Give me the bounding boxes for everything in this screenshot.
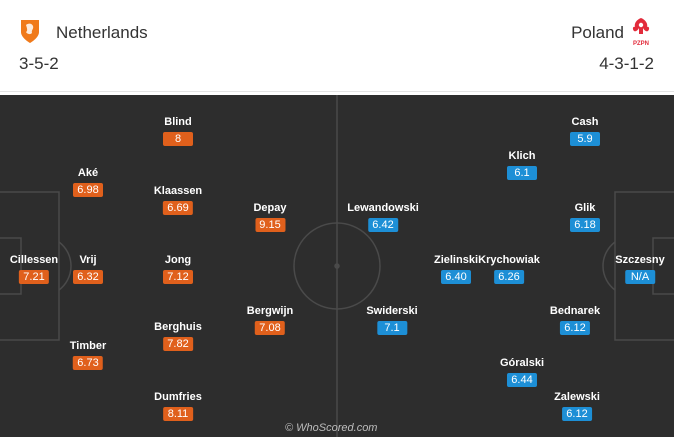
player-rating: 6.40 — [441, 270, 471, 284]
player-rating: 6.1 — [507, 166, 537, 180]
player-rating: 6.18 — [570, 218, 600, 232]
player-name: Dumfries — [154, 391, 202, 403]
player-name: Klaassen — [153, 185, 203, 197]
player-cillessen[interactable]: Cillessen 7.21 — [10, 254, 58, 285]
pitch: Blind 8 Aké 6.98 Klaassen 6.69 Depay 9.1… — [0, 95, 674, 437]
player-name: Bednarek — [549, 305, 601, 317]
player-rating: 7.82 — [163, 337, 193, 351]
player-name: Klich — [508, 150, 536, 162]
player-rating: 7.08 — [254, 321, 285, 335]
player-name: Glik — [574, 202, 596, 214]
player-name: Krychowiak — [478, 254, 540, 266]
away-formation: 4-3-1-2 — [599, 54, 654, 73]
player-depay[interactable]: Depay 9.15 — [253, 202, 287, 233]
player-timber[interactable]: Timber 6.73 — [70, 340, 106, 371]
player-szczesny[interactable]: Szczesny N/A — [615, 254, 665, 285]
player-rating: N/A — [625, 270, 655, 284]
player-name: Timber — [69, 340, 107, 352]
player-rating: 7.21 — [19, 270, 49, 284]
player-bednarek[interactable]: Bednarek 6.12 — [550, 305, 600, 336]
player-rating: 6.26 — [494, 270, 524, 284]
whoscored-watermark: © WhoScored.com — [285, 422, 378, 434]
player-rating: 6.12 — [559, 321, 590, 335]
player-rating: 6.73 — [72, 356, 103, 370]
player-klich[interactable]: Klich 6.1 — [507, 150, 537, 181]
player-rating: 6.12 — [561, 407, 592, 421]
player-blind[interactable]: Blind 8 — [163, 116, 193, 147]
player-name: Blind — [164, 116, 192, 128]
pzpn-eagle-crest-icon: PZPN — [632, 18, 650, 47]
player-name: Szczesny — [615, 254, 665, 266]
home-team-name[interactable]: Netherlands — [56, 23, 148, 42]
player-jong[interactable]: Jong 7.12 — [163, 254, 193, 285]
player-cash[interactable]: Cash 5.9 — [570, 116, 600, 147]
player-rating: 6.69 — [163, 201, 193, 215]
player-ake[interactable]: Aké 6.98 — [73, 167, 103, 198]
player-rating: 6.44 — [507, 373, 537, 387]
player-bergwijn[interactable]: Bergwijn 7.08 — [247, 305, 293, 336]
orange-lion-crest-icon — [21, 20, 39, 43]
away-team-name[interactable]: Poland — [571, 23, 624, 42]
player-name: Aké — [77, 167, 99, 179]
player-rating: 7.1 — [376, 321, 407, 335]
player-rating: 5.9 — [570, 132, 600, 146]
player-name: Berghuis — [154, 321, 202, 333]
player-name: Zielinski — [433, 254, 479, 266]
player-zielinski[interactable]: Zielinski 6.40 — [434, 254, 478, 285]
player-berghuis[interactable]: Berghuis 7.82 — [154, 321, 202, 352]
player-name: Bergwijn — [246, 305, 294, 317]
home-formation: 3-5-2 — [19, 54, 59, 73]
player-name: Swiderski — [366, 305, 418, 317]
player-name: Lewandowski — [347, 202, 419, 214]
player-name: Jong — [164, 254, 192, 266]
player-name: Cillessen — [9, 254, 59, 266]
match-header: Netherlands 3-5-2 Poland PZPN 4-3-1-2 — [0, 0, 674, 92]
player-name: Depay — [253, 202, 287, 214]
player-name: Zalewski — [554, 391, 600, 403]
player-dumfries[interactable]: Dumfries 8.11 — [154, 391, 202, 422]
player-rating: 7.12 — [163, 270, 193, 284]
player-rating: 6.98 — [73, 183, 103, 197]
crest-caption: PZPN — [633, 41, 649, 47]
player-name: Góralski — [499, 357, 545, 369]
player-name: Cash — [571, 116, 599, 128]
player-name: Vrij — [79, 254, 97, 266]
player-zalewski[interactable]: Zalewski 6.12 — [554, 391, 600, 422]
player-krychowiak[interactable]: Krychowiak 6.26 — [478, 254, 540, 285]
player-lewandowski[interactable]: Lewandowski 6.42 — [347, 202, 419, 233]
player-vrij[interactable]: Vrij 6.32 — [73, 254, 103, 285]
player-swiderski[interactable]: Swiderski 7.1 — [366, 305, 418, 336]
player-rating: 6.42 — [368, 218, 398, 232]
player-glik[interactable]: Glik 6.18 — [570, 202, 600, 233]
pitch-markings — [0, 95, 674, 437]
player-rating: 6.32 — [73, 270, 103, 284]
player-klaassen[interactable]: Klaassen 6.69 — [154, 185, 202, 216]
player-rating: 8 — [163, 132, 193, 146]
player-rating: 8.11 — [163, 407, 193, 421]
player-goralski[interactable]: Góralski 6.44 — [500, 357, 544, 388]
player-rating: 9.15 — [255, 218, 285, 232]
